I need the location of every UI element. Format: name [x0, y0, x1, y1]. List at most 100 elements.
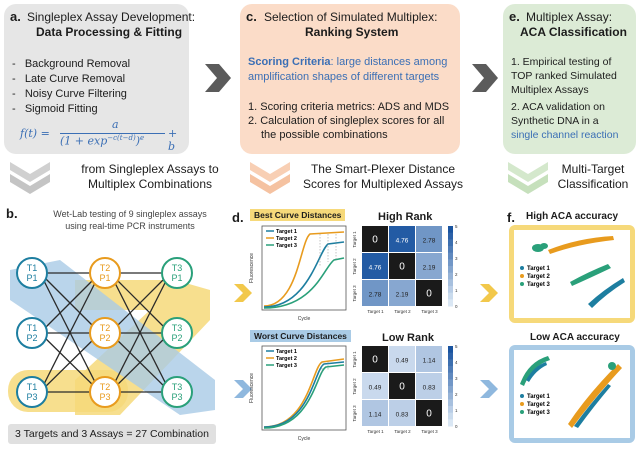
- high-aca-title: High ACA accuracy: [526, 211, 619, 222]
- svg-text:Fluorescence: Fluorescence: [249, 253, 255, 283]
- node-t1-p1: T1 P1: [16, 257, 48, 289]
- panel-e-item-2: 2. ACA validation on Synthetic DNA in a …: [511, 101, 619, 141]
- high-rank-title: High Rank: [378, 211, 433, 223]
- svg-text:Target 1: Target 1: [276, 229, 297, 235]
- heatmap-value: 0.83: [396, 412, 409, 419]
- transition-1: from Singleplex Assays to Multiplex Comb…: [81, 162, 219, 191]
- heatmap-value: 4.76: [369, 265, 382, 272]
- colorbar-segment: [448, 226, 453, 234]
- heatmap-row-label: Target 3: [352, 285, 357, 302]
- double-chevron-down-icon: [10, 162, 50, 194]
- panel-a-title-line2: Data Processing & Fitting: [36, 25, 183, 39]
- heatmap-cell: [416, 226, 442, 252]
- chevron-right-icon: [480, 380, 498, 398]
- heatmap-cell: [416, 400, 442, 426]
- colorbar-segment: [448, 259, 453, 267]
- svg-text:Target 2: Target 2: [276, 356, 297, 362]
- heatmap-value: 0: [372, 235, 378, 246]
- heatmap-cell: [416, 253, 442, 279]
- heatmap-value: 1.14: [423, 358, 436, 365]
- node-t2-p3: T2 P3: [89, 376, 121, 408]
- panel-c-item-2-line1: 2. Calculation of singleplex scores for …: [248, 115, 445, 127]
- heatmap-row-label: Target 3: [352, 405, 357, 422]
- svg-text:Fluorescence: Fluorescence: [249, 373, 255, 403]
- heatmap-value: 0: [426, 289, 432, 300]
- panel-b-caption: Wet-Lab testing of 9 singleplex assays u…: [53, 209, 207, 231]
- scoring-criteria: Scoring Criteria: large distances among …: [248, 55, 458, 85]
- panel-e-list: 1. Empirical testing of TOP ranked Simul…: [511, 55, 635, 142]
- bullet-item: - Background Removal: [12, 58, 131, 70]
- formula-lhs: f(t) =: [20, 127, 50, 140]
- node-t2-p1: T2 P1: [89, 257, 121, 289]
- svg-text:P1: P1: [26, 273, 37, 283]
- colorbar-segment: [448, 272, 453, 280]
- colorbar-segment: [448, 412, 453, 420]
- bullet-item: - Late Curve Removal: [12, 73, 126, 85]
- colorbar-segment: [448, 286, 453, 294]
- svg-text:Target 3: Target 3: [527, 410, 551, 416]
- heatmap-cell: [362, 400, 388, 426]
- colorbar-segment: [448, 372, 453, 380]
- panel-e-item-1: 1. Empirical testing of TOP ranked Simul…: [511, 56, 617, 96]
- formula-denominator: (1 + exp−c(t−d))e: [60, 134, 145, 148]
- heatmap-row-label: Target 2: [352, 378, 357, 395]
- heatmap-cell: [362, 253, 388, 279]
- svg-text:Target 3: Target 3: [276, 363, 297, 369]
- panel-c-item-1: 1. Scoring criteria metrics: ADS and MDS: [248, 101, 450, 113]
- panel-a-bullets: - Background Removal - Late Curve Remova…: [12, 57, 130, 117]
- colorbar-tick: 5: [455, 224, 458, 229]
- node-t3-p3: T3 P3: [161, 376, 193, 408]
- heatmap-value: 0: [399, 382, 405, 393]
- double-chevron-down-icon: [250, 162, 290, 194]
- scoring-text-1: : large distances among: [330, 56, 448, 68]
- svg-text:T1: T1: [27, 382, 38, 392]
- colorbar-segment: [448, 379, 453, 387]
- formula-bar: [60, 133, 165, 134]
- panel-d-letter: d.: [232, 210, 244, 225]
- svg-text:P2: P2: [26, 333, 37, 343]
- heatmap-col-label: Target 3: [421, 429, 438, 434]
- heatmap-value: 0: [426, 409, 432, 420]
- svg-text:Target 2: Target 2: [276, 236, 297, 242]
- heatmap-value: 0.83: [423, 385, 436, 392]
- heatmap-cell: [416, 280, 442, 306]
- heatmap-cell: [362, 226, 388, 252]
- svg-text:Cycle: Cycle: [298, 436, 311, 442]
- panel-c-item-2-line2: the possible combinations: [261, 129, 388, 141]
- svg-text:Target 3: Target 3: [276, 243, 297, 249]
- svg-text:T3: T3: [172, 323, 183, 333]
- svg-text:Target 1: Target 1: [527, 266, 551, 272]
- chevron-right-icon: [472, 64, 498, 92]
- svg-text:Target 2: Target 2: [527, 274, 551, 280]
- colorbar-segment: [448, 406, 453, 414]
- svg-text:T2: T2: [100, 263, 111, 273]
- low-rank-title: Low Rank: [382, 332, 434, 344]
- panel-a-letter: a.: [10, 9, 21, 24]
- colorbar-tick: 3: [455, 376, 458, 381]
- colorbar-tick: 0: [455, 424, 458, 429]
- svg-text:P1: P1: [99, 273, 110, 283]
- node-t1-p3: T1 P3: [16, 376, 48, 408]
- chevron-right-icon: [234, 380, 252, 398]
- low-aca-scatter: Target 1 Target 2 Target 3: [509, 345, 635, 443]
- combination-network: T1 P1 T1 P2 T1 P3 T2 P1 T2 P2 T2 P3 T3 P…: [8, 257, 215, 415]
- svg-text:T2: T2: [100, 323, 111, 333]
- worst-curve-plot: Fluorescence Cycle Target 1 Target 2 Tar…: [249, 345, 347, 442]
- worst-curve-label: Worst Curve Distances: [250, 330, 351, 342]
- heatmap-cell: [389, 373, 415, 399]
- svg-text:T1: T1: [27, 323, 38, 333]
- heatmap-col-label: Target 1: [367, 309, 384, 314]
- colorbar-segment: [448, 386, 453, 394]
- colorbar-segment: [448, 399, 453, 407]
- best-curve-label: Best Curve Distances: [250, 209, 346, 221]
- bullet-item: - Sigmoid Fitting: [12, 103, 98, 115]
- node-t1-p2: T1 P2: [16, 317, 48, 349]
- svg-text:P3: P3: [99, 392, 110, 402]
- double-chevron-down-icon: [508, 162, 548, 194]
- colorbar-tick: 2: [455, 272, 458, 277]
- heatmap-col-label: Target 2: [394, 309, 411, 314]
- colorbar-segment: [448, 419, 453, 427]
- colorbar-segment: [448, 232, 453, 240]
- panel-a-title-line1: Singleplex Assay Development:: [27, 10, 196, 24]
- heatmap-cell: [416, 346, 442, 372]
